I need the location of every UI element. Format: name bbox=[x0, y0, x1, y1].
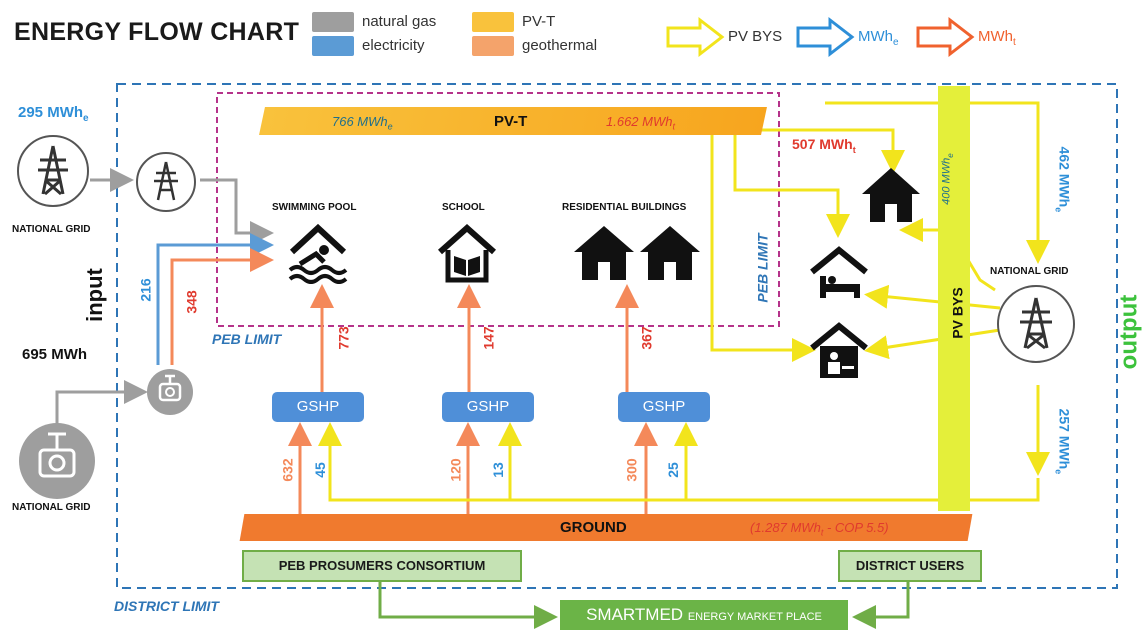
gas-meter-icon bbox=[147, 369, 193, 415]
flow-45-label: 45 bbox=[311, 462, 328, 478]
flow-348-label: 348 bbox=[183, 290, 200, 314]
school-icon bbox=[438, 223, 496, 283]
output-grid-label: NATIONAL GRID bbox=[990, 266, 1069, 277]
legend-label-mwht: MWht bbox=[978, 28, 1016, 48]
flow-147-label: 147 bbox=[480, 326, 497, 350]
legend-label-mwhe: MWhe bbox=[858, 28, 899, 48]
pvt-elec-value: 766 MWhe bbox=[332, 114, 393, 132]
district-limit-label: DISTRICT LIMIT bbox=[114, 598, 219, 614]
output-507-value: 507 MWht bbox=[792, 136, 856, 155]
legend-swatch-electricity bbox=[312, 36, 354, 56]
input-grid-label-bottom: NATIONAL GRID bbox=[12, 502, 91, 513]
local-tower-icon bbox=[136, 152, 196, 212]
output-257-value: 257 MWhe bbox=[1053, 408, 1073, 475]
flow-216-label: 216 bbox=[137, 278, 154, 302]
pv-bys-bar bbox=[938, 86, 970, 511]
legend-swatch-pvt bbox=[472, 12, 514, 32]
legend-label-geothermal: geothermal bbox=[522, 37, 598, 54]
legend-label-pv-bys: PV BYS bbox=[728, 28, 783, 45]
peb-limit-label: PEB LIMIT bbox=[212, 331, 282, 347]
pv-bys-label: PV BYS bbox=[949, 287, 966, 339]
national-gas-grid-icon bbox=[19, 423, 95, 499]
hotel-bed-icon bbox=[810, 246, 868, 298]
output-462-value: 462 MWhe bbox=[1053, 146, 1073, 213]
flow-25-label: 25 bbox=[664, 462, 681, 478]
legend-label-electricity: electricity bbox=[362, 37, 425, 54]
legend-swatch-natural-gas bbox=[312, 12, 354, 32]
legend-label-natural-gas: natural gas bbox=[362, 13, 437, 30]
legend-swatch-geothermal bbox=[472, 36, 514, 56]
flow-773-label: 773 bbox=[335, 326, 352, 350]
prosumers-consortium-box: PEB PROSUMERS CONSORTIUM bbox=[242, 550, 522, 582]
gshp-residential-box: GSHP bbox=[618, 392, 710, 422]
building-label-school: SCHOOL bbox=[442, 202, 485, 213]
smartmed-marketplace-box: SMARTMED ENERGY MARKET PLACE bbox=[560, 600, 848, 630]
peb-limit-vertical-label: PEB LIMIT bbox=[754, 233, 771, 303]
ground-note: (1.287 MWht - COP 5.5) bbox=[750, 520, 889, 538]
pvt-label: PV-T bbox=[494, 113, 528, 130]
peb-limit-border bbox=[216, 92, 780, 327]
gshp-pool-box: GSHP bbox=[272, 392, 364, 422]
flow-632-label: 632 bbox=[279, 458, 296, 482]
chart-title: ENERGY FLOW CHART bbox=[14, 18, 300, 46]
residential-houses-icon bbox=[574, 226, 700, 280]
flow-300-label: 300 bbox=[623, 458, 640, 482]
flow-13-label: 13 bbox=[489, 462, 506, 478]
gshp-school-box: GSHP bbox=[442, 392, 534, 422]
swimming-pool-icon bbox=[288, 223, 348, 284]
national-grid-tower-icon bbox=[17, 135, 89, 207]
pv-bys-400-value: 400 MWhe bbox=[940, 153, 955, 205]
flow-367-label: 367 bbox=[638, 326, 655, 350]
output-side-label: output bbox=[1115, 294, 1142, 370]
legend-label-pvt: PV-T bbox=[522, 13, 556, 30]
building-label-residential: RESIDENTIAL BUILDINGS bbox=[562, 202, 687, 213]
pvt-thermal-value: 1.662 MWht bbox=[606, 114, 675, 132]
district-users-box: DISTRICT USERS bbox=[838, 550, 982, 582]
building-label-pool: SWIMMING POOL bbox=[272, 202, 357, 213]
input-gas-value: 695 MWh bbox=[22, 346, 88, 363]
house-icon bbox=[862, 168, 920, 222]
output-national-grid-icon bbox=[997, 285, 1075, 363]
input-grid-electricity-value: 295 MWhe bbox=[18, 104, 89, 124]
flow-120-label: 120 bbox=[447, 458, 464, 482]
input-grid-label-top: NATIONAL GRID bbox=[12, 224, 91, 235]
district-limit-border bbox=[116, 83, 1118, 589]
ground-label: GROUND bbox=[560, 519, 627, 536]
office-house-icon bbox=[810, 322, 868, 378]
input-side-label: input bbox=[81, 268, 107, 322]
